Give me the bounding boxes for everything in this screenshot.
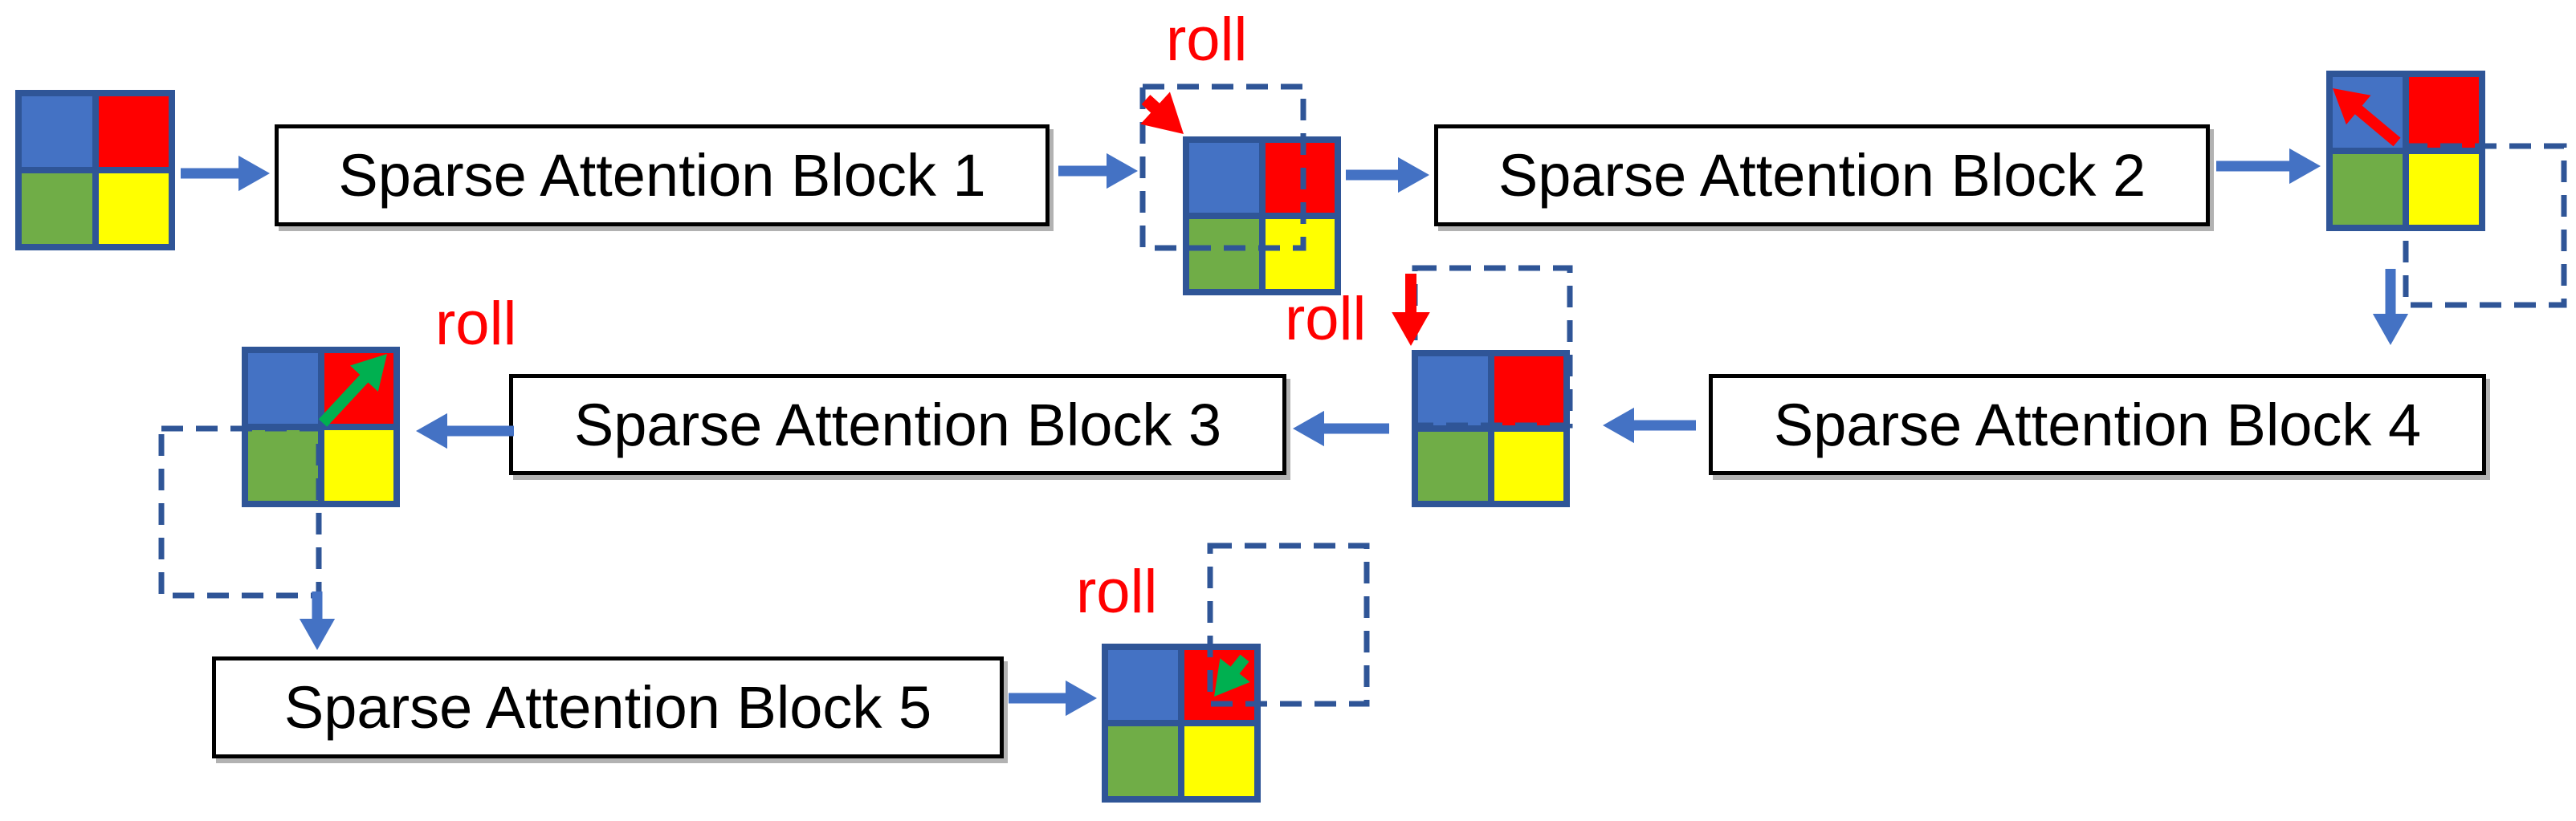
- flow-arrow-8: [1603, 407, 1696, 444]
- cell-red-top-right: [324, 353, 393, 424]
- cell-blue-top-left: [1418, 356, 1488, 425]
- cell-blue-top-left: [248, 353, 318, 424]
- cell-blue-top-left: [1108, 650, 1178, 720]
- cell-green-bottom-left: [248, 430, 318, 501]
- sparse-attention-block-4-label: Sparse Attention Block 4: [1773, 391, 2422, 458]
- flow-arrow-6: [416, 413, 514, 449]
- sparse-attention-block-1-label: Sparse Attention Block 1: [338, 142, 986, 209]
- cell-blue-top-left: [2333, 77, 2403, 148]
- flow-arrow-4: [2216, 148, 2321, 185]
- grid-roll-after-block-4-roll-arrow: [1392, 274, 1430, 346]
- grid-roll-after-block-4-roll-label: roll: [1285, 285, 1367, 353]
- grid-roll-after-block-1: [1183, 136, 1341, 295]
- cell-green-bottom-left: [1418, 432, 1488, 501]
- cell-green-bottom-left: [1108, 726, 1178, 796]
- flow-arrow-5: [2372, 269, 2409, 345]
- grid-roll-after-block-1-roll-arrow: [1140, 91, 1184, 134]
- cell-yellow-bottom-right: [98, 173, 169, 244]
- flow-arrow-1: [181, 155, 270, 192]
- cell-red-top-right: [1265, 143, 1335, 213]
- sparse-attention-block-4: Sparse Attention Block 4: [1709, 374, 2486, 475]
- grid-roll-after-block-3: [242, 347, 400, 507]
- flow-arrow-2: [1058, 152, 1138, 189]
- cell-green-bottom-left: [2333, 154, 2403, 225]
- sparse-attention-block-1: Sparse Attention Block 1: [275, 124, 1050, 226]
- sparse-attention-block-5-label: Sparse Attention Block 5: [283, 674, 932, 741]
- cell-red-top-right: [98, 96, 169, 167]
- cell-red-top-right: [1184, 650, 1254, 720]
- sparse-attention-block-3: Sparse Attention Block 3: [509, 374, 1286, 475]
- flow-arrow-7: [1293, 410, 1389, 447]
- grid-roll-after-block-5-roll-label: roll: [1076, 558, 1158, 626]
- cell-blue-top-left: [22, 96, 92, 167]
- cell-yellow-bottom-right: [1494, 432, 1563, 501]
- sparse-attention-block-2: Sparse Attention Block 2: [1434, 124, 2210, 226]
- sparse-attention-block-3-label: Sparse Attention Block 3: [573, 391, 1222, 458]
- grid-roll-after-block-3-roll-label: roll: [435, 290, 517, 358]
- cell-red-top-right: [2409, 77, 2479, 148]
- sparse-attention-block-2-label: Sparse Attention Block 2: [1498, 142, 2146, 209]
- cell-yellow-bottom-right: [1184, 726, 1254, 796]
- cell-green-bottom-left: [22, 173, 92, 244]
- grid-roll-after-block-2: [2326, 71, 2485, 231]
- grid-roll-after-block-4: [1412, 350, 1570, 507]
- sparse-attention-block-5: Sparse Attention Block 5: [212, 656, 1004, 758]
- flow-arrow-10: [1009, 680, 1097, 717]
- flow-arrow-3: [1346, 156, 1429, 193]
- cell-yellow-bottom-right: [2409, 154, 2479, 225]
- grid-input: [15, 90, 175, 250]
- flow-arrow-9: [299, 591, 336, 650]
- cell-blue-top-left: [1189, 143, 1259, 213]
- grid-roll-after-block-1-roll-label: roll: [1166, 6, 1248, 74]
- cell-yellow-bottom-right: [1265, 219, 1335, 289]
- cell-green-bottom-left: [1189, 219, 1259, 289]
- cell-red-top-right: [1494, 356, 1563, 425]
- grid-roll-after-block-5: [1102, 644, 1261, 803]
- cell-yellow-bottom-right: [324, 430, 393, 501]
